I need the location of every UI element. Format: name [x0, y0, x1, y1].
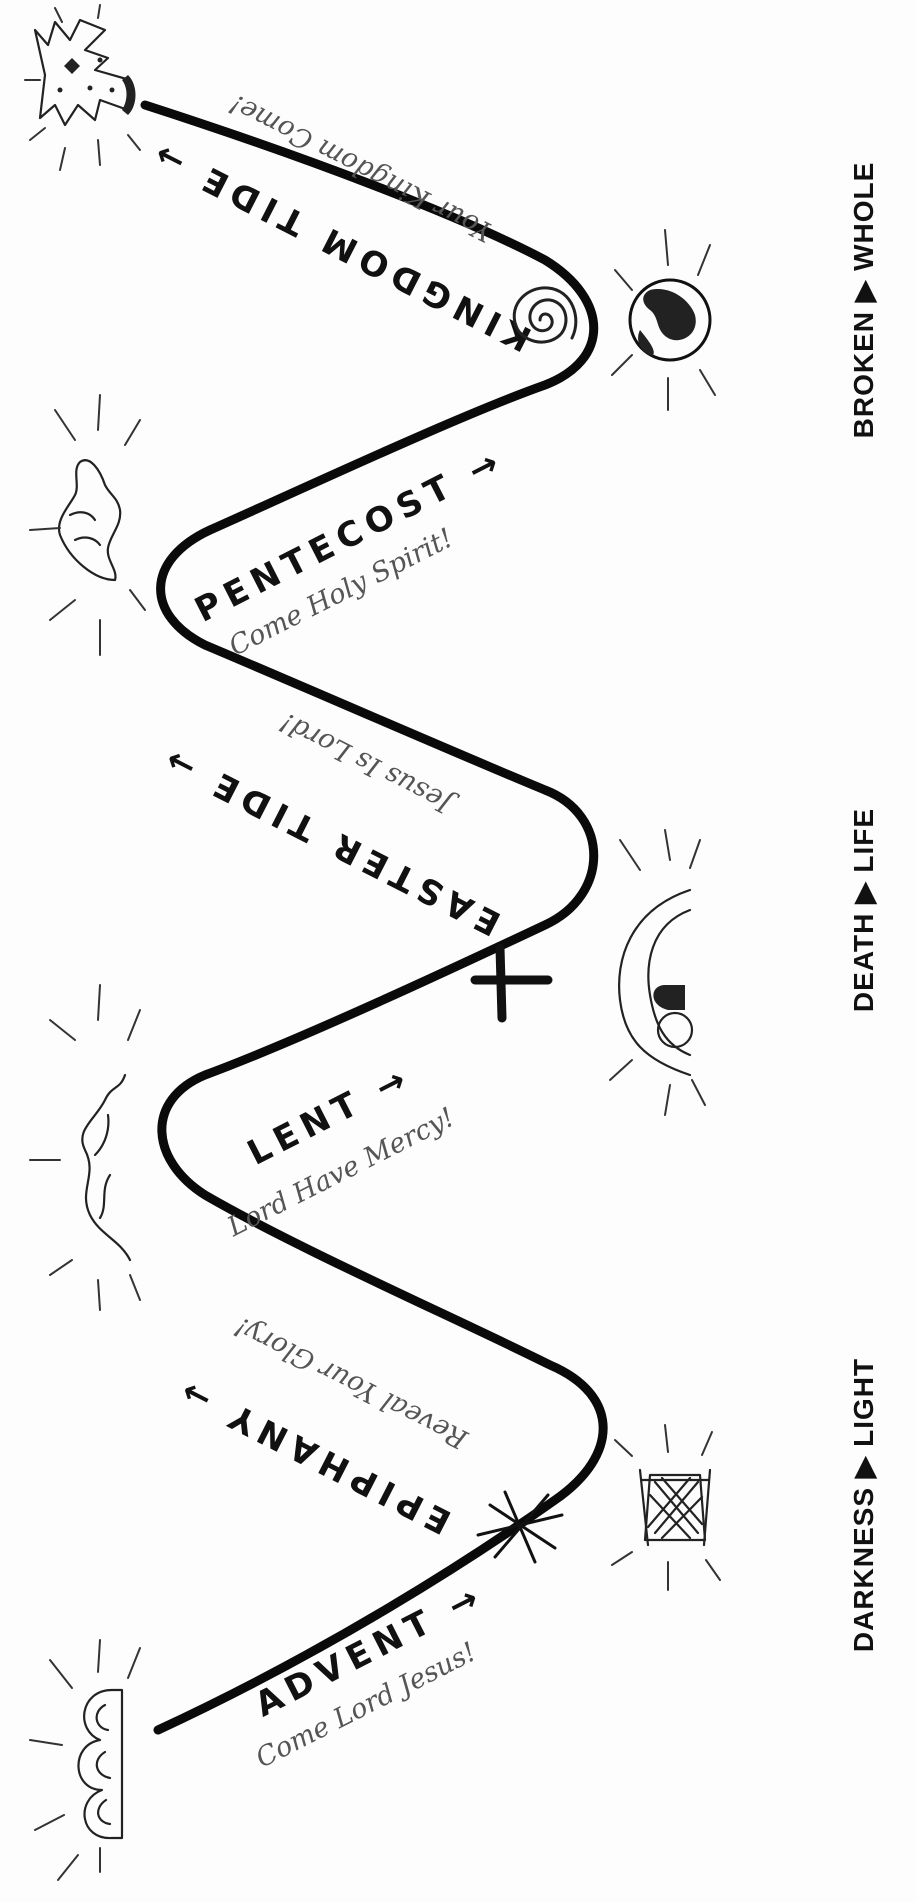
- crown-icon: [25, 5, 140, 170]
- season-eastertide-label: EASTER TIDE →: [153, 736, 507, 943]
- theme-broken-whole: BROKEN ▶ WHOLE: [848, 162, 879, 439]
- dove-icon: [30, 395, 145, 655]
- theme-death-life: DEATH ▶ LIFE: [848, 808, 879, 1012]
- manger-icon: [612, 1425, 720, 1590]
- empty-tomb-icon: [610, 830, 705, 1115]
- cross-icon: [475, 948, 548, 1018]
- earth-icon: [612, 230, 715, 410]
- season-epiphany-label: EPIPHANY →: [169, 1368, 458, 1542]
- clouds-icon: [30, 1640, 140, 1880]
- theme-darkness-light: DARKNESS ▶ LIGHT: [848, 1358, 879, 1652]
- mountain-icon: [30, 985, 140, 1310]
